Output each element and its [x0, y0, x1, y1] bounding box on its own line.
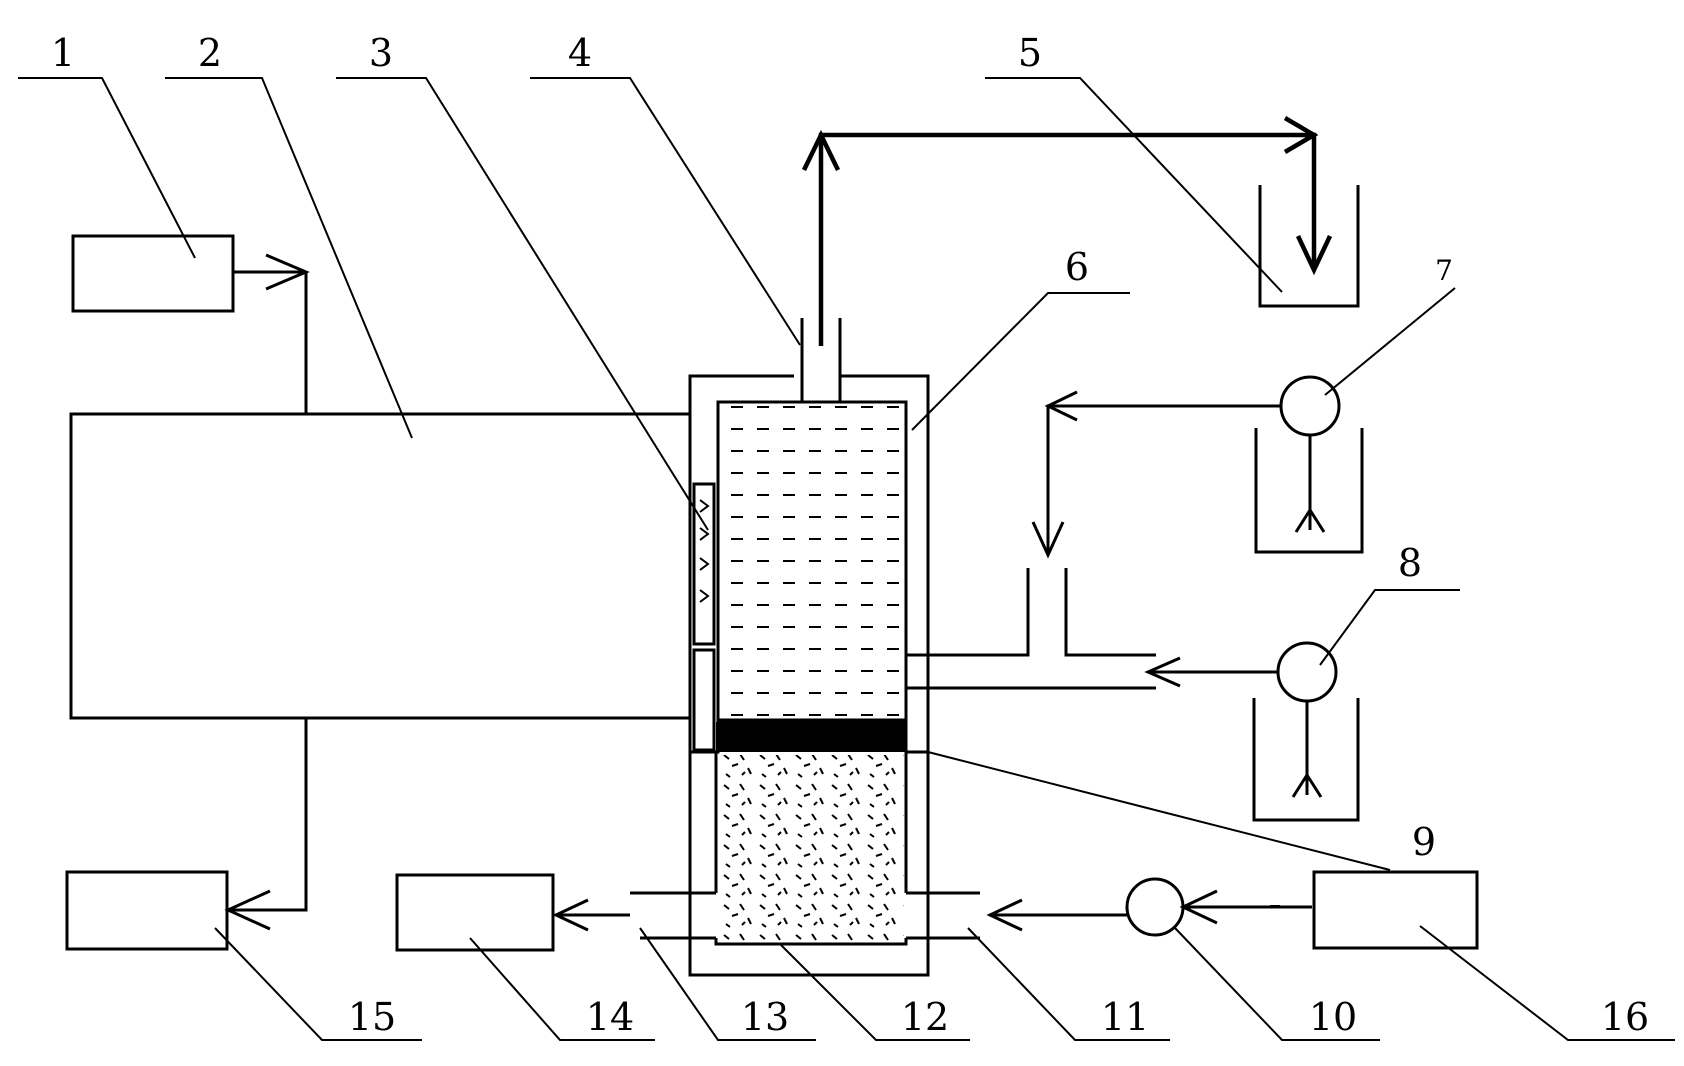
label-7: 7 — [1435, 254, 1453, 287]
component-16-box — [1314, 872, 1477, 948]
label-10: 10 — [1309, 995, 1357, 1039]
component-13-outlet-pipe — [556, 893, 716, 938]
component-14-box — [397, 875, 553, 950]
component-15-box — [67, 718, 306, 949]
component-10-pump — [1127, 879, 1312, 935]
label-15: 15 — [348, 995, 396, 1039]
component-11-inlet-pipe — [906, 893, 1128, 938]
component-8-pump — [1148, 643, 1358, 820]
component-5-beaker — [1260, 185, 1358, 306]
component-6-reactor-upper — [690, 376, 928, 752]
label-9: 9 — [1412, 820, 1436, 864]
label-8: 8 — [1398, 541, 1422, 585]
component-12-reactor-lower — [690, 752, 928, 975]
label-3: 3 — [369, 31, 393, 75]
component-7-pump — [1033, 377, 1362, 555]
label-11: 11 — [1101, 995, 1149, 1039]
component-1-box — [73, 236, 306, 414]
label-5: 5 — [1018, 31, 1042, 75]
label-2: 2 — [198, 31, 222, 75]
label-13: 13 — [741, 995, 789, 1039]
label-1: 1 — [51, 31, 75, 75]
label-14: 14 — [586, 995, 634, 1039]
label-4: 4 — [568, 31, 592, 75]
side-inlet-pipe — [906, 568, 1156, 688]
label-12: 12 — [901, 995, 949, 1039]
label-16: 16 — [1601, 995, 1649, 1039]
separator-plate — [716, 722, 906, 752]
component-2-chamber — [71, 414, 690, 718]
label-6: 6 — [1065, 245, 1089, 289]
